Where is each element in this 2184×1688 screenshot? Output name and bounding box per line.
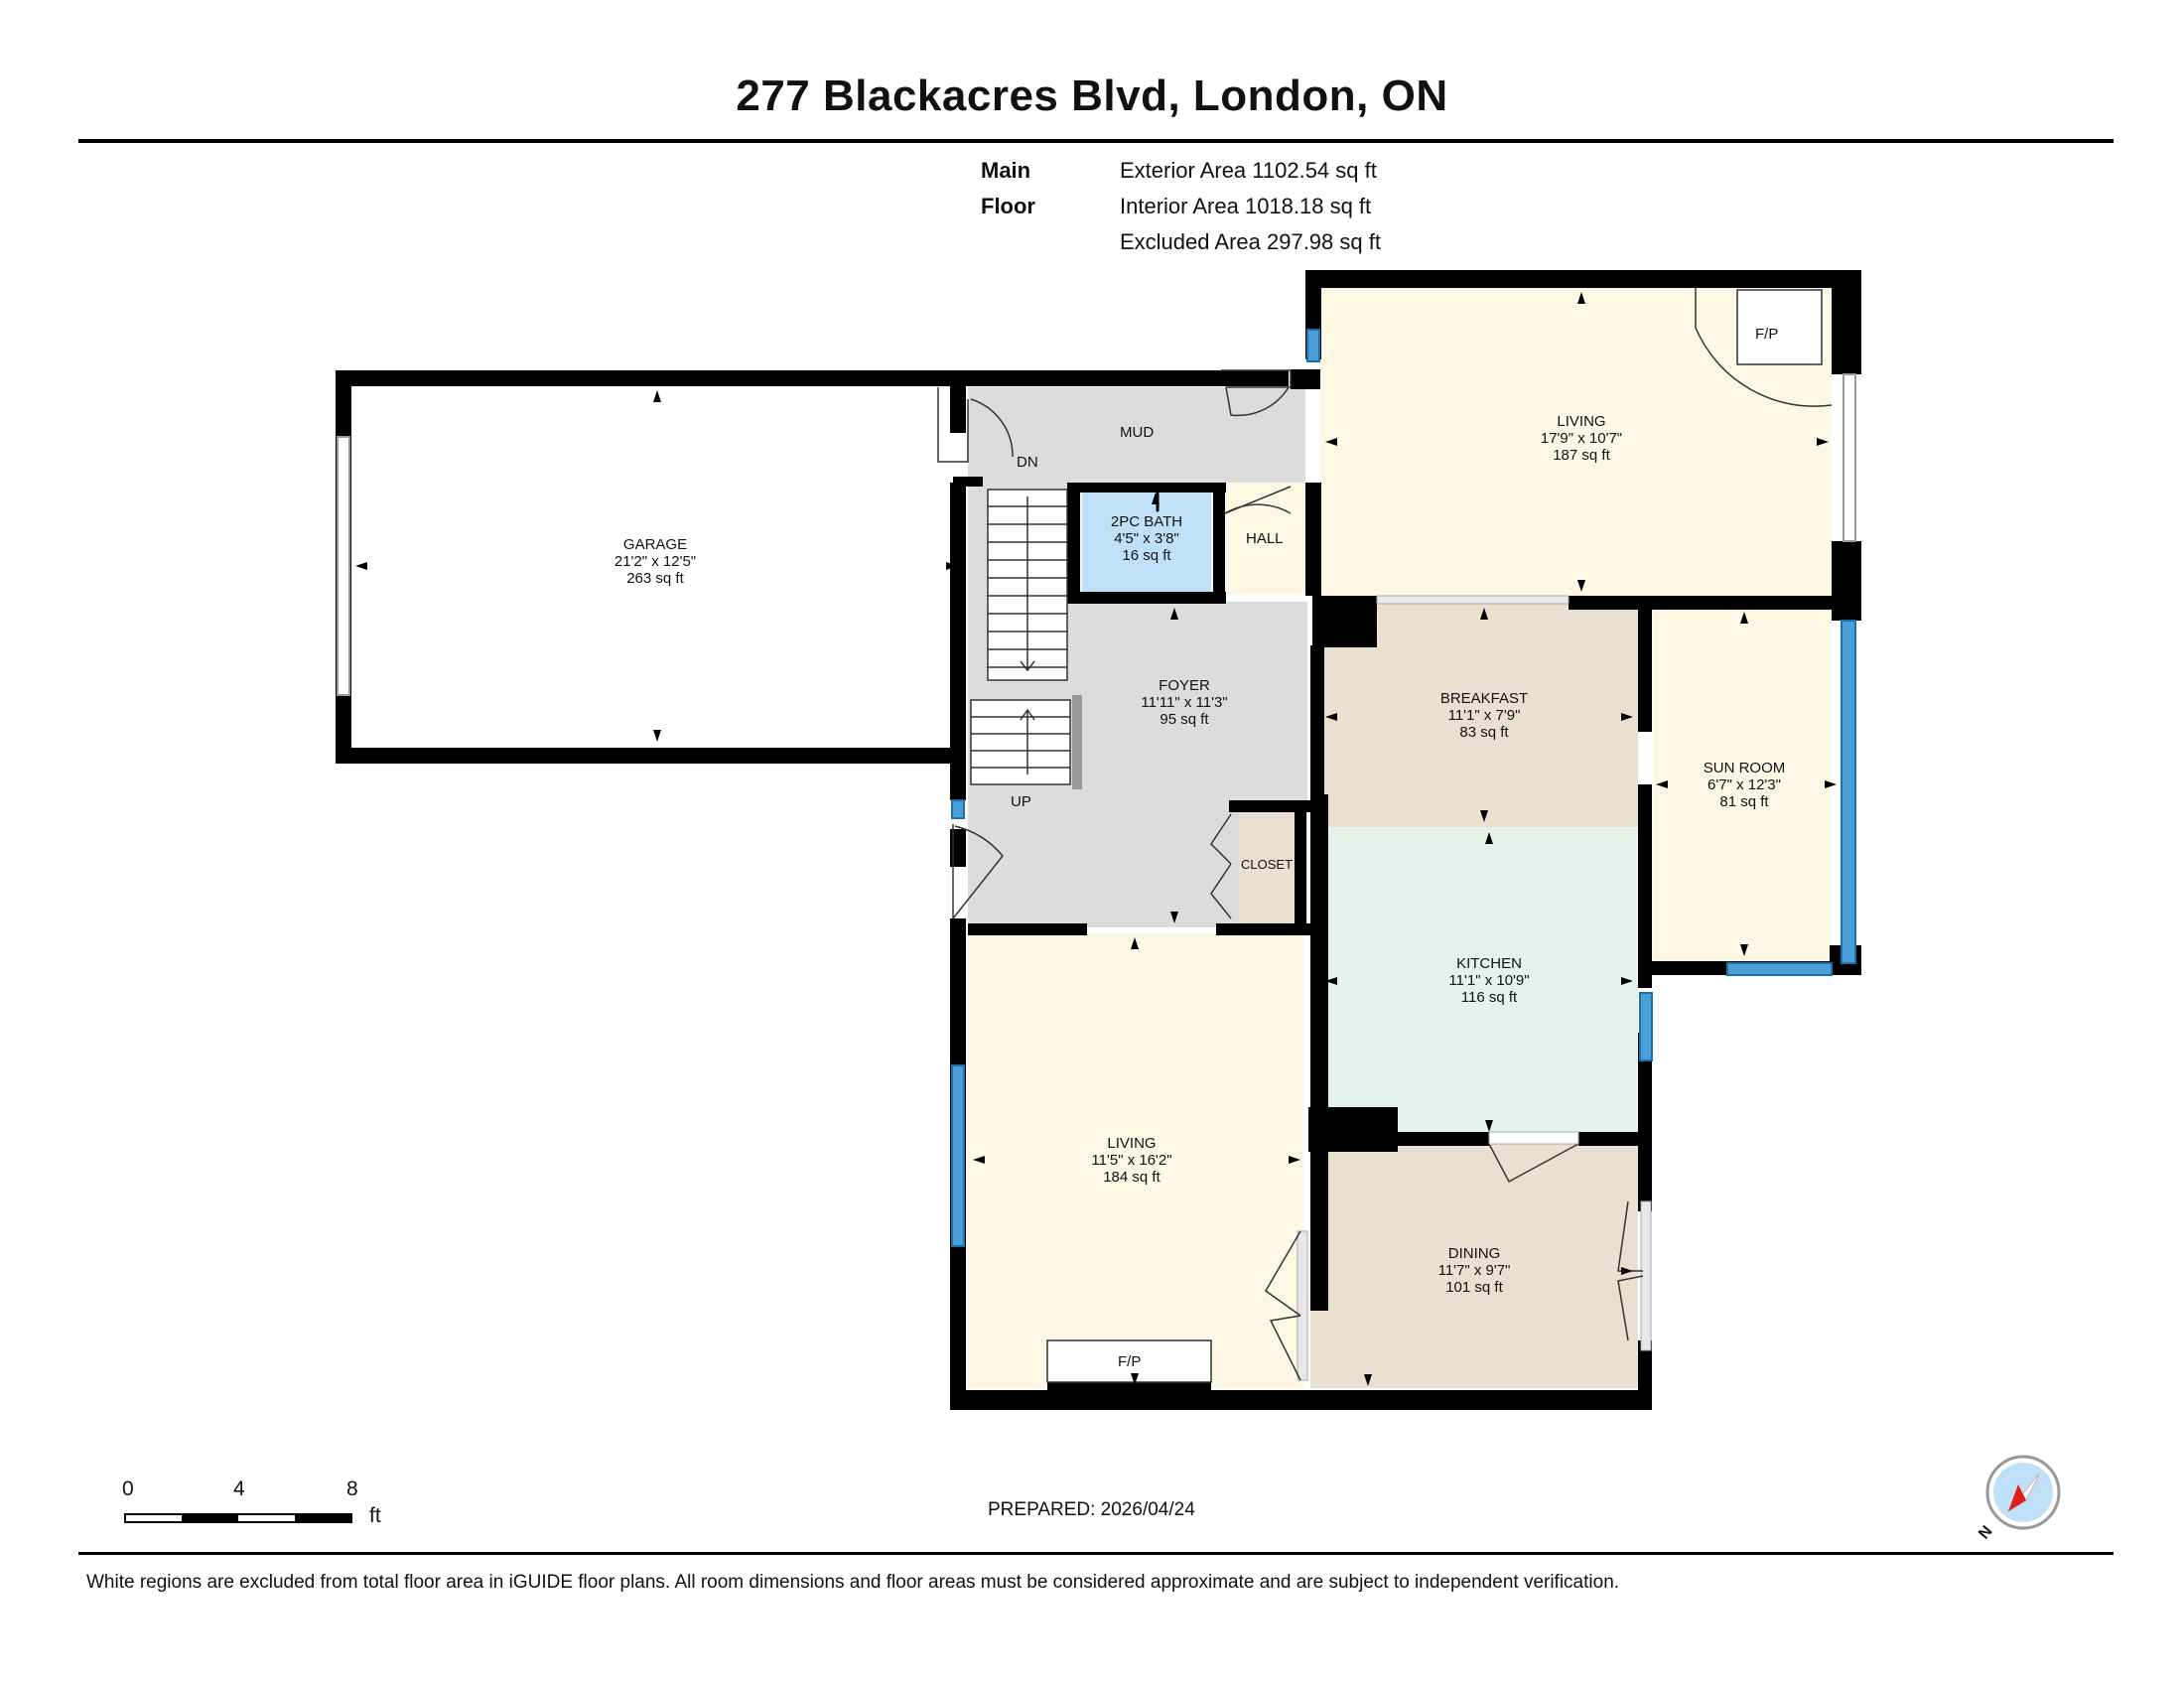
walls — [336, 270, 1861, 1410]
sunroom-dims: 6'7" x 12'3" — [1707, 776, 1781, 793]
room-label-closet: CLOSET — [1241, 857, 1294, 872]
stair-arrows — [1020, 496, 1035, 774]
dining-room — [1310, 1142, 1638, 1388]
prepared-date: PREPARED: 2026/04/24 — [988, 1499, 1195, 1520]
excluded-area: Excluded Area 297.98 sq ft — [1120, 229, 1381, 254]
stair-label-up: UP — [1011, 793, 1031, 810]
breakfast-name: BREAKFAST — [1439, 690, 1529, 707]
footnote-disclaimer: White regions are excluded from total fl… — [86, 1572, 1620, 1593]
living-lower-name: LIVING — [1107, 1135, 1157, 1152]
footer-divider — [78, 1552, 2114, 1555]
room-label-breakfast: BREAKFAST 11'1" x 7'9" 83 sq ft — [1385, 690, 1583, 741]
dining-area: 101 sq ft — [1445, 1279, 1503, 1296]
living-lower-area: 184 sq ft — [1103, 1169, 1160, 1186]
living-main-area: 187 sq ft — [1553, 447, 1610, 464]
scale-unit: ft — [369, 1504, 381, 1527]
kitchen-name: KITCHEN — [1456, 955, 1522, 972]
room-label-garage: GARAGE 21'2" x 12'5" 263 sq ft — [556, 536, 754, 587]
kitchen-dims: 11'1" x 10'9" — [1448, 972, 1530, 989]
exterior-area: Exterior Area 1102.54 sq ft — [1120, 158, 1377, 183]
door-opening — [1488, 1131, 1579, 1145]
living-main-name: LIVING — [1557, 413, 1606, 430]
closet-room — [1239, 809, 1295, 922]
dining-dims: 11'7" x 9'7" — [1437, 1262, 1511, 1279]
room-label-kitchen: KITCHEN 11'1" x 10'9" 116 sq ft — [1390, 955, 1588, 1006]
bath-room — [1082, 490, 1211, 597]
fireplace-label-upper: F/P — [1755, 326, 1779, 343]
room-label-mud: MUD — [1120, 424, 1155, 441]
mud-room — [968, 387, 1305, 483]
bath-dims: 4'5" x 3'8" — [1114, 530, 1179, 547]
scale-seg-1 — [182, 1515, 238, 1521]
foyer-area: 95 sq ft — [1160, 711, 1209, 728]
living-lower-dims: 11'5" x 16'2" — [1091, 1152, 1172, 1169]
room-label-living-lower: LIVING 11'5" x 16'2" 184 sq ft — [1032, 1135, 1231, 1186]
room-label-hall: HALL — [1246, 530, 1284, 547]
scale-tick-8: 8 — [346, 1477, 358, 1500]
stair-rail — [1072, 695, 1082, 789]
garage-room — [347, 382, 953, 752]
sunroom-room — [1653, 608, 1832, 960]
dimension-arrows — [355, 292, 1837, 1386]
foyer-name: FOYER — [1159, 677, 1210, 694]
scale-tick-0: 0 — [122, 1477, 134, 1500]
room-label-foyer: FOYER 11'11" x 11'3" 95 sq ft — [1085, 677, 1284, 728]
compass-icon — [1985, 1455, 2061, 1530]
garage-dims: 21'2" x 12'5" — [614, 553, 697, 570]
kitchen-area: 116 sq ft — [1460, 989, 1518, 1006]
garage-name: GARAGE — [622, 536, 688, 553]
room-label-bath: 2PC BATH 4'5" x 3'8" 16 sq ft — [1077, 513, 1216, 564]
living-main-dims: 17'9" x 10'7" — [1540, 430, 1623, 447]
property-address-title: 277 Blackacres Blvd, London, ON — [736, 71, 1448, 120]
breakfast-dims: 11'1" x 7'9" — [1447, 707, 1521, 724]
sunroom-area: 81 sq ft — [1719, 793, 1769, 810]
bath-area: 16 sq ft — [1122, 547, 1171, 564]
door-swings — [937, 288, 1833, 1381]
fireplace-lower — [1046, 1339, 1212, 1383]
kitchen-room — [1320, 827, 1638, 1138]
fireplace-upper — [1736, 289, 1823, 365]
hall-room — [1221, 483, 1307, 594]
garage-area: 263 sq ft — [626, 570, 684, 587]
scale-bar — [124, 1513, 352, 1523]
bath-name: 2PC BATH — [1110, 513, 1183, 530]
room-label-dining: DINING 11'7" x 9'7" 101 sq ft — [1375, 1245, 1573, 1296]
floor-name: Main Floor — [981, 158, 1035, 218]
living-lower-room — [968, 933, 1303, 1388]
breakfast-area: 83 sq ft — [1459, 724, 1509, 741]
scale-tick-4: 4 — [233, 1477, 245, 1500]
scale-seg-2 — [295, 1515, 350, 1521]
interior-area: Interior Area 1018.18 sq ft — [1120, 194, 1372, 218]
room-label-sunroom: SUN ROOM 6'7" x 12'3" 81 sq ft — [1650, 760, 1839, 810]
windows — [337, 329, 1856, 1381]
header-divider — [78, 139, 2114, 143]
foyer-dims: 11'11" x 11'3" — [1141, 694, 1228, 711]
fireplace-label-lower: F/P — [1118, 1353, 1142, 1370]
dining-name: DINING — [1447, 1245, 1501, 1262]
stair-label-dn: DN — [1017, 454, 1038, 471]
room-label-living-main: LIVING 17'9" x 10'7" 187 sq ft — [1482, 413, 1681, 464]
sunroom-name: SUN ROOM — [1703, 760, 1786, 776]
